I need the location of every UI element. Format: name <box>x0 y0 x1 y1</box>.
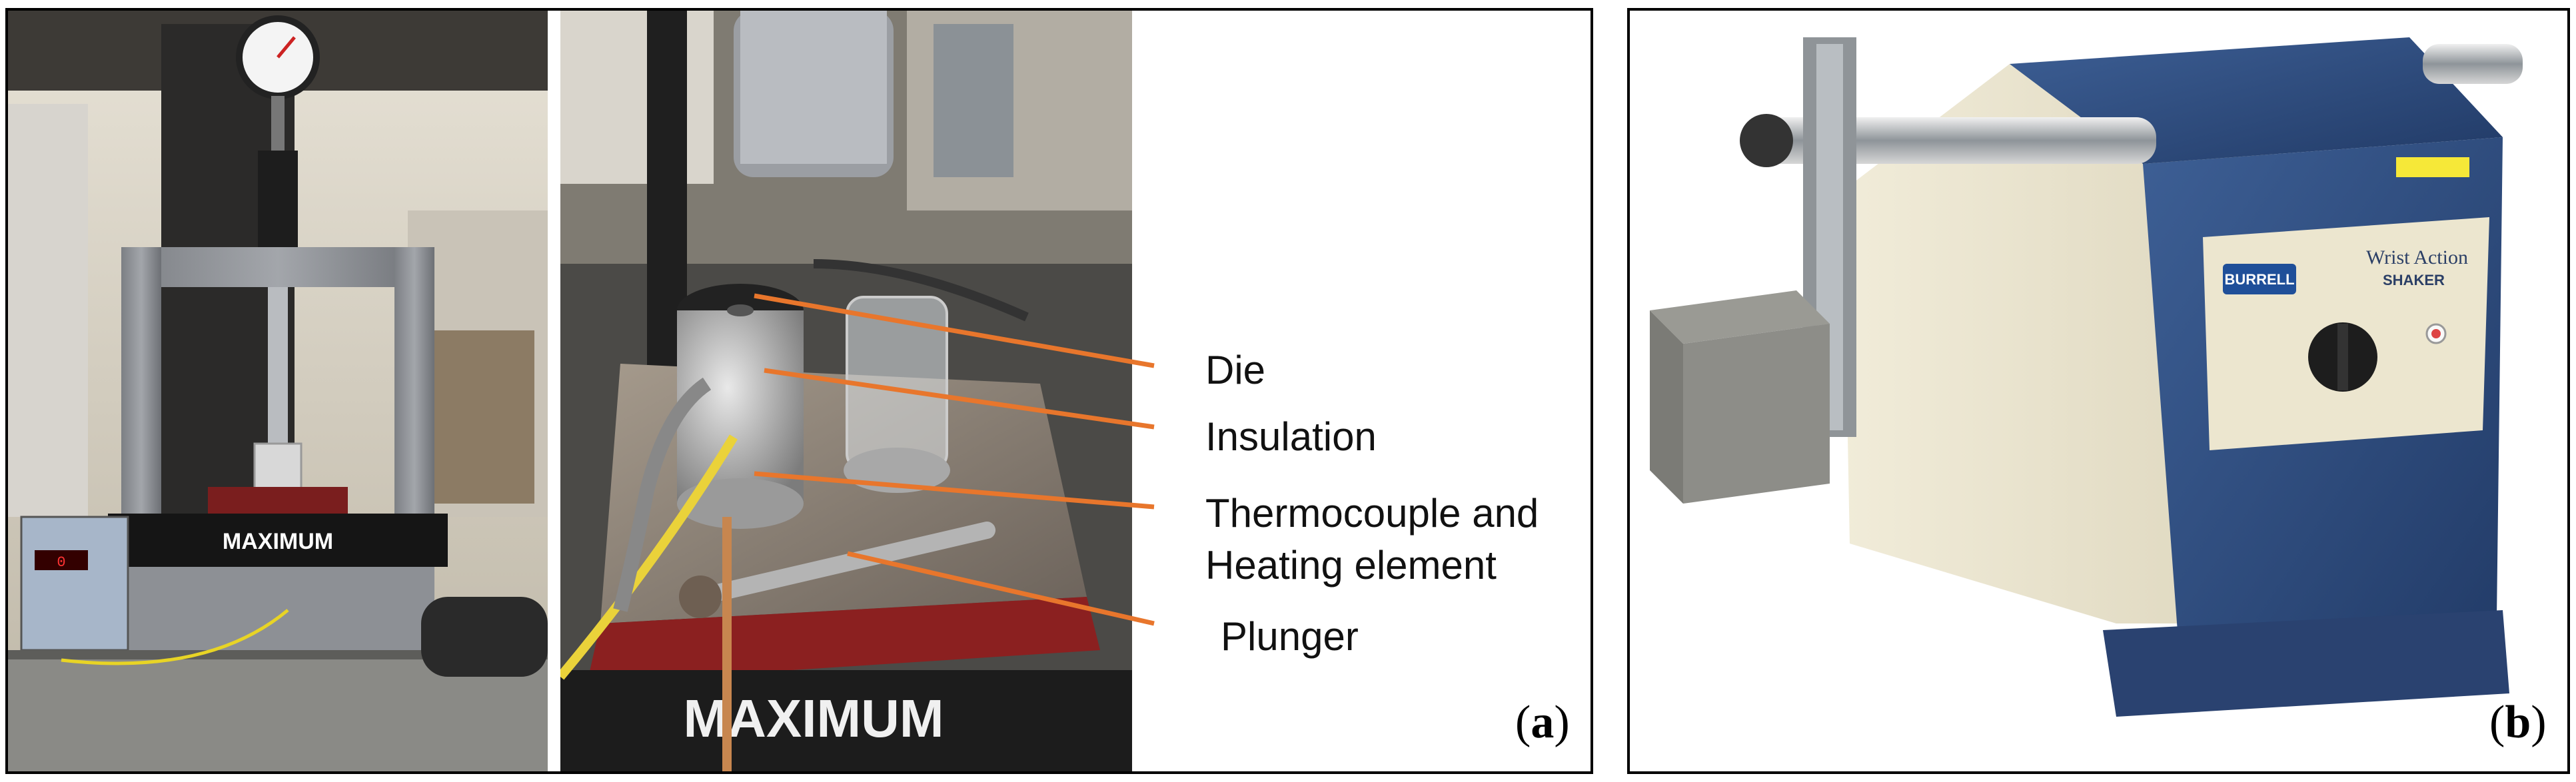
callout-thermocouple: Thermocouple and Heating element <box>1205 488 1539 591</box>
callout-thermocouple-line-1: Thermocouple and <box>1205 491 1539 536</box>
figure-panel-a: MAXIMUM 0 <box>5 8 1593 774</box>
svg-text:0: 0 <box>57 554 65 571</box>
hydraulic-press-photo: MAXIMUM 0 <box>8 11 548 771</box>
press-brand-text: MAXIMUM <box>223 529 333 554</box>
callout-plunger-text: Plunger <box>1221 614 1359 659</box>
wrist-action-shaker-photo: BURRELL Wrist Action SHAKER <box>1636 37 2523 730</box>
die-setup-photo: MAXIMUM <box>560 11 1132 771</box>
callout-thermocouple-line-2: Heating element <box>1205 543 1497 587</box>
callout-insulation: Insulation <box>1205 417 1377 457</box>
callout-die: Die <box>1205 350 1265 390</box>
figure-panel-b: BURRELL Wrist Action SHAKER (b) <box>1627 8 2570 774</box>
callout-lines <box>754 293 1155 626</box>
thermocouple-leader-line <box>754 471 1155 510</box>
shaker-title-line-1: Wrist Action <box>2366 246 2468 268</box>
shaker-title-line-2: SHAKER <box>2383 272 2445 288</box>
callout-plunger: Plunger <box>1221 617 1359 657</box>
die-leader-line <box>754 293 1155 368</box>
burrell-badge-text: BURRELL <box>2224 271 2294 288</box>
callout-insulation-text: Insulation <box>1205 414 1377 459</box>
burrell-badge <box>2223 264 2296 294</box>
callout-die-text: Die <box>1205 348 1266 392</box>
plunger-leader-line <box>847 551 1155 626</box>
panel-b-label: (b) <box>2489 697 2547 748</box>
insulation-leader-line <box>764 368 1155 430</box>
panel-a-label: (a) <box>1515 697 1570 748</box>
